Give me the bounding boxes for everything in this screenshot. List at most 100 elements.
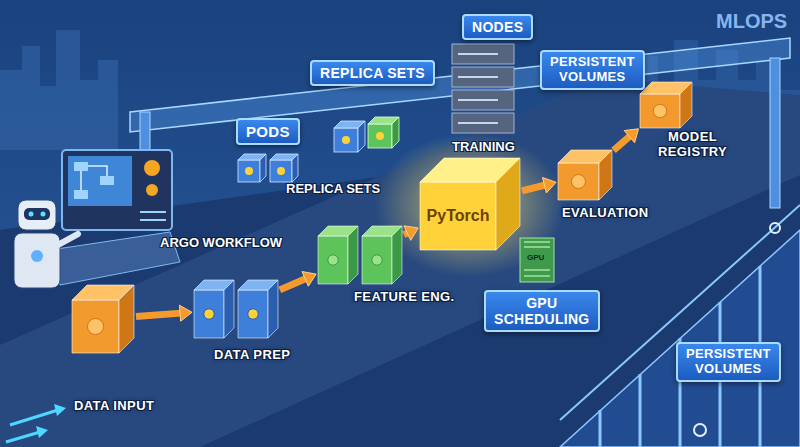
- stage-name: MODEL REGISTRY: [658, 130, 727, 160]
- group-label: REPLICA SETS: [286, 182, 380, 197]
- callout-tag: PERSISTENT VOLUMES: [540, 50, 645, 90]
- frame-post: [140, 112, 150, 152]
- stage-name: EVALUATION: [562, 206, 649, 221]
- robot-chest-light: [31, 250, 43, 262]
- cube-icon: [571, 174, 585, 188]
- cube-icon: [328, 255, 338, 265]
- cube-side: [268, 280, 278, 338]
- cube-icon: [653, 104, 667, 118]
- cube-drawing: [318, 226, 402, 284]
- tag-text: NODES: [472, 19, 523, 35]
- screen-flow-lines: [81, 166, 107, 190]
- tag-text: GPU SCHEDULING: [494, 295, 590, 327]
- screen-block: [100, 176, 114, 185]
- stage-name: DATA PREP: [214, 348, 290, 363]
- cube-front: [194, 290, 224, 338]
- callout-tag: REPLICA SETS: [310, 60, 435, 86]
- cube-front: [640, 94, 680, 128]
- chip-label: GPU: [527, 253, 544, 262]
- python-icon: [245, 167, 253, 175]
- gpu-chip-lines: [524, 242, 550, 276]
- cube-front: [318, 236, 348, 284]
- cube-side: [680, 82, 692, 128]
- railing-panel: [560, 230, 800, 447]
- pod-cube: [260, 154, 266, 182]
- arrow-shaft: [136, 313, 181, 316]
- tool-label: ARGO WORKFLOW: [160, 236, 282, 251]
- cube-side: [119, 285, 134, 353]
- cube-side: [599, 150, 612, 200]
- arrow-shaft: [614, 136, 631, 150]
- city-skyline: [0, 30, 118, 150]
- cube-front: [72, 300, 119, 353]
- replica-cube: [392, 117, 399, 148]
- tag-text: PODS: [246, 123, 290, 140]
- arrow-head: [404, 226, 418, 241]
- console-monitor: [62, 150, 172, 230]
- arrow-head: [302, 272, 316, 287]
- cube-icon: [87, 318, 103, 334]
- console-sliders: [140, 212, 166, 220]
- callout-tag: PERSISTENT VOLUMES: [676, 342, 781, 382]
- flow-arrow-head: [54, 404, 66, 416]
- tag-text: REPLICA SETS: [320, 65, 425, 81]
- training-glow: [375, 133, 565, 277]
- flow-arrow-head: [36, 426, 48, 438]
- flow-arrow: [614, 129, 639, 151]
- pipeline-cube: DATA PREP: [194, 280, 278, 338]
- flow-arrow: [404, 226, 418, 241]
- python-icon: [342, 136, 350, 144]
- arrow-head: [179, 305, 192, 321]
- cube-side: [392, 226, 402, 284]
- arrow-shaft: [522, 185, 545, 191]
- replica-cube: [368, 124, 392, 148]
- watermark-text: MLOPS: [716, 10, 787, 33]
- cube-drawing: [640, 82, 692, 128]
- pod-cube: [238, 160, 260, 182]
- python-icon: [376, 132, 384, 140]
- replica-cube: [334, 128, 358, 152]
- cube-drawing: [420, 158, 520, 250]
- cube-icon: [248, 309, 258, 319]
- robot-eye: [41, 212, 46, 217]
- pipeline-cube: MODEL REGISTRY: [640, 82, 692, 128]
- gpu-chip: [520, 238, 554, 282]
- cube-side: [224, 280, 234, 338]
- robot-eye: [29, 212, 34, 217]
- callout-tag: GPU SCHEDULING: [484, 290, 600, 332]
- k8s-wheel-icon: [694, 424, 706, 436]
- pod-cube: [292, 154, 298, 182]
- cube-drawing: [72, 285, 134, 353]
- tag-text: PERSISTENT VOLUMES: [550, 55, 635, 85]
- stage-label: TRAINING: [452, 140, 515, 155]
- callout-tag: NODES: [462, 14, 533, 40]
- cube-icon: [204, 309, 214, 319]
- console-screen: [68, 156, 132, 206]
- screen-block: [74, 190, 88, 199]
- frame-beam: [130, 38, 790, 132]
- robot-body: [14, 233, 60, 288]
- training-cube: PyTorch: [420, 158, 520, 250]
- flow-arrow: [10, 410, 58, 425]
- pipeline-cube: EVALUATION: [558, 150, 612, 200]
- tag-text: PERSISTENT VOLUMES: [686, 347, 771, 377]
- flow-arrow: [136, 305, 192, 321]
- cube-side: [348, 226, 358, 284]
- cube-icon: [372, 255, 382, 265]
- cube-text: PyTorch: [420, 182, 496, 250]
- stage-name: FEATURE ENG.: [354, 290, 455, 305]
- pipeline-cube: DATA INPUT: [72, 285, 134, 353]
- pipeline-road: [0, 78, 800, 447]
- arrow-shaft: [280, 278, 306, 289]
- server-slots: [458, 54, 498, 123]
- flow-arrow: [6, 432, 40, 442]
- flow-arrow: [280, 272, 316, 290]
- python-icon: [277, 167, 285, 175]
- frame-post: [770, 58, 780, 208]
- callout-tag: PODS: [236, 118, 300, 145]
- pod-cube: [270, 160, 292, 182]
- robot-visor: [24, 208, 50, 220]
- robot-head: [18, 200, 56, 230]
